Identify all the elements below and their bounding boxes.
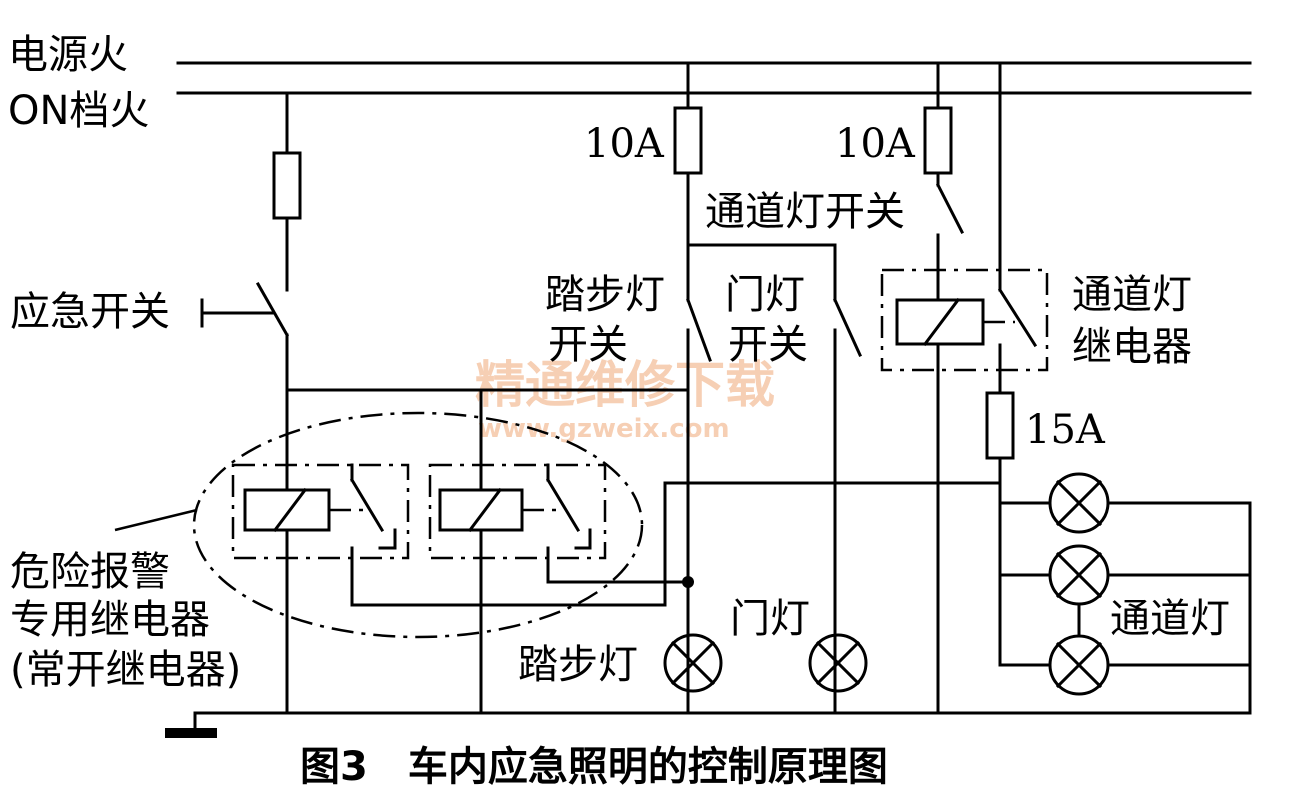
- aisle-lamp-switch-icon[interactable]: [935, 182, 965, 235]
- aisle-lamps-branch: 15A 通道灯: [985, 391, 1252, 715]
- step-switch-label-line1: 踏步灯: [545, 272, 665, 318]
- fuse-10a-right-icon: [923, 106, 953, 175]
- door-switch-label-line1: 门灯: [725, 272, 805, 318]
- hazard-relay-group: 危险报警 专用继电器 (常开继电器): [10, 411, 1002, 715]
- aisle-relay-label-line2: 继电器: [1072, 324, 1192, 370]
- watermark-text: 精通维修下载: [475, 356, 775, 414]
- emergency-fuse-icon: [272, 151, 302, 220]
- aisle-lamp-3-icon: [1048, 634, 1110, 696]
- fuse-10a-left-icon: [673, 106, 703, 175]
- hazard-relay-1-contact-icon: [349, 477, 385, 533]
- watermark: 精通维修下载 www.gzweix.com: [475, 356, 775, 444]
- aisle-lamp-label: 通道灯: [1110, 596, 1230, 642]
- step-door-branch: 10A 踏步灯 开关 门灯 开关: [545, 61, 862, 715]
- aisle-lamp-2: [1048, 544, 1110, 606]
- aisle-switch-label: 通道灯开关: [705, 189, 905, 235]
- aisle-lamp-1: [1048, 472, 1110, 534]
- power-live-label: 电源火: [8, 32, 128, 78]
- aisle-switch-branch: 10A 通道灯开关: [705, 61, 965, 302]
- fuse-15a-label: 15A: [1025, 407, 1106, 453]
- hazard-relay-ellipse: [192, 411, 644, 639]
- ground-icon: [165, 728, 217, 738]
- hazard-relay-2-frame: [428, 463, 607, 560]
- aisle-lamp-3: [1048, 634, 1110, 696]
- fuse-15a-icon: [985, 391, 1015, 460]
- door-lamp-label: 门灯: [730, 596, 810, 642]
- watermark-url: www.gzweix.com: [478, 414, 730, 444]
- door-lamp-icon: [808, 633, 868, 693]
- aisle-relay-label-line1: 通道灯: [1072, 272, 1192, 318]
- supply-rails: 电源火 ON档火: [8, 32, 1252, 134]
- hazard-relay-label-line3: (常开继电器): [10, 647, 241, 693]
- aisle-relay: 通道灯 继电器: [880, 61, 1192, 715]
- door-lamp-switch-icon[interactable]: [833, 298, 862, 357]
- step-lamp: 踏步灯: [518, 633, 723, 693]
- hazard-relay-label-line1: 危险报警: [10, 549, 170, 595]
- on-live-label: ON档火: [8, 88, 149, 134]
- hazard-relay-label-line2: 专用继电器: [10, 597, 210, 643]
- emergency-switch-icon[interactable]: [255, 281, 290, 338]
- aisle-lamp-2-icon: [1048, 544, 1110, 606]
- aisle-relay-frame: [880, 268, 1049, 372]
- ground-rail: [165, 711, 1252, 738]
- emergency-branch: 应急开关: [10, 91, 690, 492]
- step-lamp-label: 踏步灯: [518, 642, 638, 688]
- hazard-relay-1-frame: [231, 463, 410, 560]
- aisle-relay-contact-icon: [997, 287, 1038, 348]
- hazard-relay-2-contact-icon: [545, 477, 581, 533]
- emergency-switch-label: 应急开关: [10, 289, 170, 335]
- fuse-10a-right-label: 10A: [835, 121, 916, 167]
- fuse-10a-left-label: 10A: [584, 121, 665, 167]
- aisle-lamp-1-icon: [1048, 472, 1110, 534]
- figure-caption: 图3 车内应急照明的控制原理图: [300, 744, 888, 790]
- hazard-relay-1-coil-icon: [243, 488, 331, 532]
- step-lamp-junction: [682, 576, 694, 588]
- step-lamp-switch-icon[interactable]: [686, 298, 712, 362]
- step-switch-label-line2: 开关: [548, 322, 628, 368]
- step-lamp-icon: [663, 633, 723, 693]
- door-switch-label-line2: 开关: [728, 322, 808, 368]
- door-lamp: 门灯: [730, 596, 868, 693]
- hazard-relay-2-coil-icon: [438, 488, 524, 532]
